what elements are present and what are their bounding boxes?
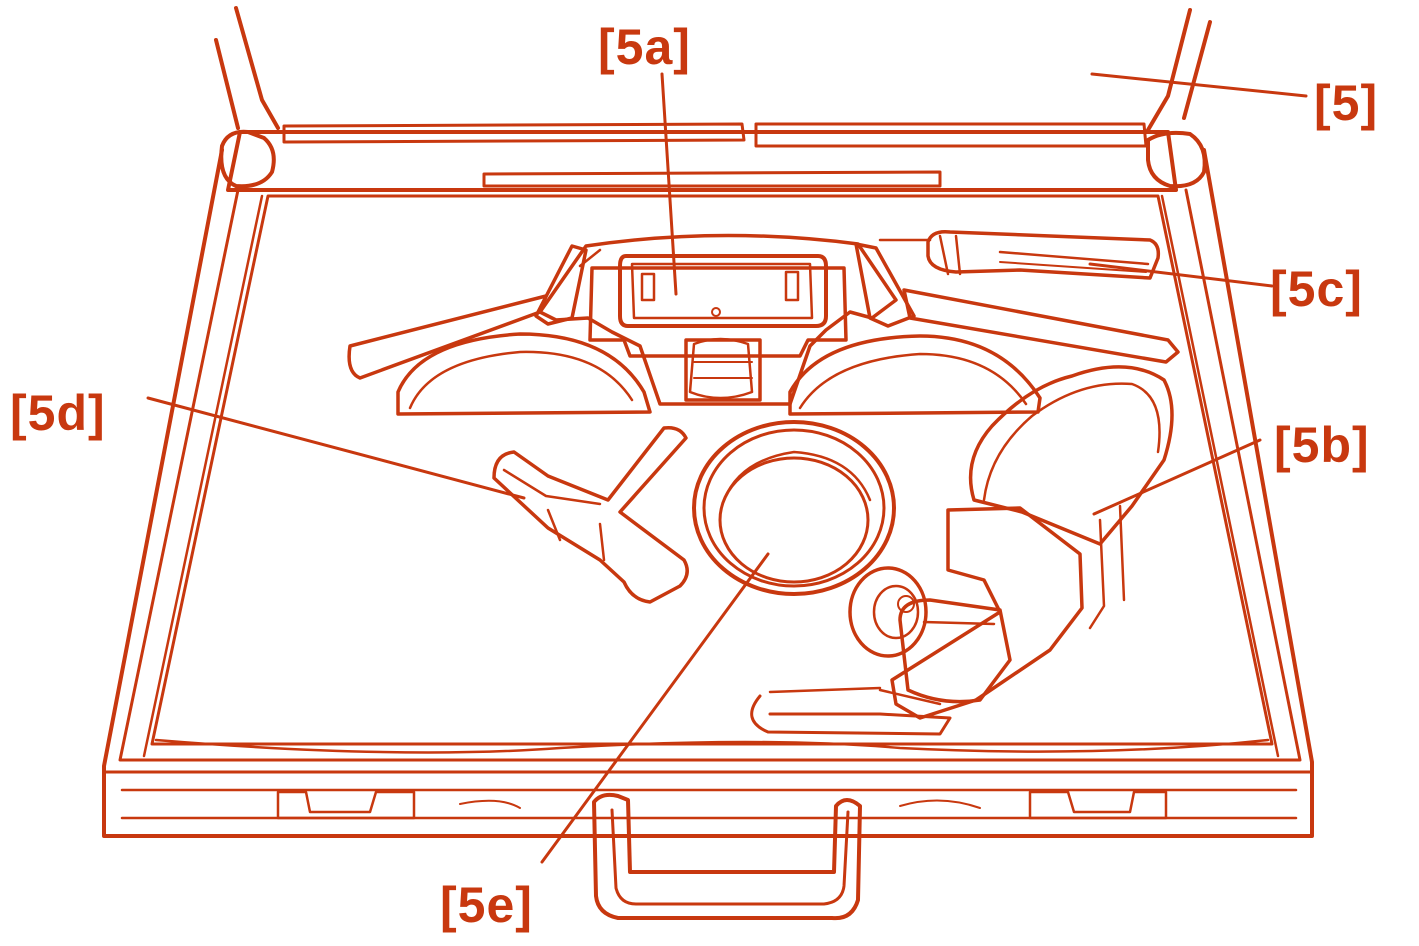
ring-recess (692, 420, 896, 596)
case-lid (214, 6, 1212, 132)
leader-lines (146, 72, 1308, 864)
leader-5b (1092, 438, 1262, 516)
label-5b: [5b] (1274, 417, 1370, 473)
callout-labels: [5a] [5] [5c] [5d] [5b] [5e] (10, 19, 1378, 933)
holder-assembly (347, 233, 1180, 416)
label-5a: [5a] (598, 19, 691, 75)
case-handle (592, 792, 862, 921)
label-5c: [5c] (1270, 261, 1363, 317)
leader-5c (1088, 262, 1274, 288)
leader-5a (660, 72, 678, 296)
wrench (492, 425, 689, 604)
leader-5 (1090, 72, 1308, 98)
leader-5e (540, 552, 770, 864)
case-body (102, 122, 1314, 838)
leader-5d (146, 396, 526, 500)
screwdriver (878, 229, 1161, 280)
label-5: [5] (1314, 75, 1378, 131)
articulated-arm (750, 365, 1174, 736)
label-5d: [5d] (10, 385, 106, 441)
label-5e: [5e] (440, 877, 533, 933)
